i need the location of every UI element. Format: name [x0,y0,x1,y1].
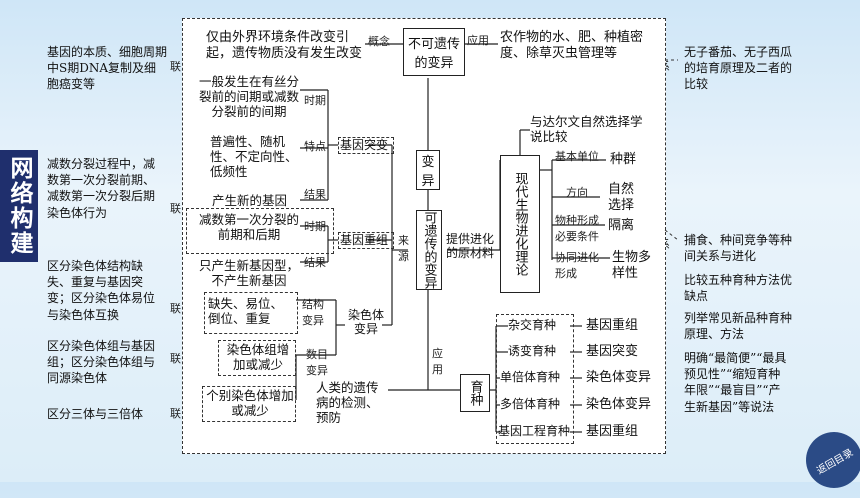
note-right-2: 捕食、种间竞争等种间关系与进化 [684,233,793,264]
note-left-3: 区分染色体结构缺失、重复与基因突变；区分染色体易位与染色体互换 [47,259,156,322]
theory-node: 现代生物进化理论 [500,155,540,293]
concept-label: 概念 [368,35,390,48]
gm-result-text: 产生新的基因 [212,193,288,208]
breeding-principle: 染色体变异 [586,370,652,385]
basic-unit-label: 基本单位 [555,150,599,163]
note-right-3: 比较五种育种方法优缺点 [684,273,793,304]
heritable-node: 可遗传的变异 [416,210,442,290]
note-left-5: 区分三体与三倍体 [47,407,144,421]
variation-node: 变异 [416,150,440,190]
number-label: 数目变异 [306,348,328,377]
coevolution-label: 协同进化形成 [555,251,599,280]
gene-mutation-node: 基因突变 [340,138,389,152]
result-label: 结果 [304,188,326,201]
source-label: 来源 [398,234,409,263]
note-left-4: 区分染色体组与基因组；区分染色体组与同源染色体 [47,339,156,386]
direction-label: 方向 [566,186,588,199]
note-left-1: 基因的本质、细胞周期中S期DNA复制及细胞癌变等 [47,45,168,92]
cv-num1-text: 染色体组增加或减少 [226,342,290,372]
cv-struct-text: 缺失、易位、倒位、重复 [208,296,284,326]
section-title: 网络构建 [0,150,38,262]
breeding-principle: 基因重组 [586,424,639,439]
biodiversity-text: 生物多样性 [612,250,652,281]
cv-num2-text: 个别染色体增加或减少 [206,388,294,418]
gr-time-frame [186,208,334,254]
human-disease-text: 人类的遗传病的检测、预防 [316,380,379,425]
note-right-5: 明确“最简便”“最具预见性”“缩短育种年限”“最盲目”“产生新基因”等说法 [684,351,787,414]
cv-num2-frame [202,386,296,422]
application-label: 应用 [467,34,489,47]
breeding-principle: 染色体变异 [586,397,652,412]
note-right-1: 无子番茄、无子西瓜的培育原理及二者的比较 [684,45,793,92]
time-label: 时期 [304,220,326,233]
population-text: 种群 [610,152,637,167]
raw-material-label: 提供进化的原材料 [446,232,495,261]
breeding-method: 诱变育种 [508,344,557,358]
gene-mutation-frame [338,137,394,154]
cv-struct-frame [204,292,298,334]
gm-time-text: 一般发生在有丝分裂前的间期或减数分裂前的间期 [198,74,299,119]
chrom-var-node: 染色体变异 [347,308,384,337]
gm-feature-text: 普遍性、随机性、不定向性、低频性 [210,134,298,179]
breeding-method: 单倍体育种 [500,370,561,384]
species-label: 物种形成必要条件 [555,214,599,243]
gene-recomb-node: 基因重组 [340,233,389,247]
breeding-principle: 基因突变 [586,344,639,359]
note-left-2: 减数分裂过程中，减数第一次分裂前期、减数第一次分裂后期染色体行为 [47,157,156,220]
non-heritable-node: 不可遗传的变异 [403,28,465,76]
breeding-principle: 基因重组 [586,318,639,333]
theory-compare: 与达尔文自然选择学说比较 [530,114,643,144]
breeding-method: 杂交育种 [508,318,557,332]
cv-num1-frame [218,340,296,376]
breeding-frame [496,314,574,444]
application-text: 农作物的水、肥、种植密度、除草灭虫管理等 [500,30,644,61]
structure-label: 结构变异 [302,298,324,327]
breeding-method: 多倍体育种 [500,397,561,411]
result-label: 结果 [304,256,326,269]
time-label: 时期 [304,94,326,107]
gr-result-text: 只产生新基因型，不产生新基因 [198,258,299,288]
natural-selection-text: 自然选择 [608,182,635,213]
breeding-node: 育种 [460,374,490,412]
breeding-method: 基因工程育种 [498,424,571,438]
concept-text: 仅由外界环境条件改变引起，遗传物质没有发生改变 [206,30,363,61]
note-right-4: 列举常见新品种育种原理、方法 [684,311,793,342]
gene-recomb-frame [338,232,394,249]
feature-label: 特点 [304,140,326,153]
isolation-text: 隔离 [608,218,635,233]
apply-label: 应用 [432,347,443,376]
gr-time-text: 减数第一次分裂的前期和后期 [198,212,299,242]
